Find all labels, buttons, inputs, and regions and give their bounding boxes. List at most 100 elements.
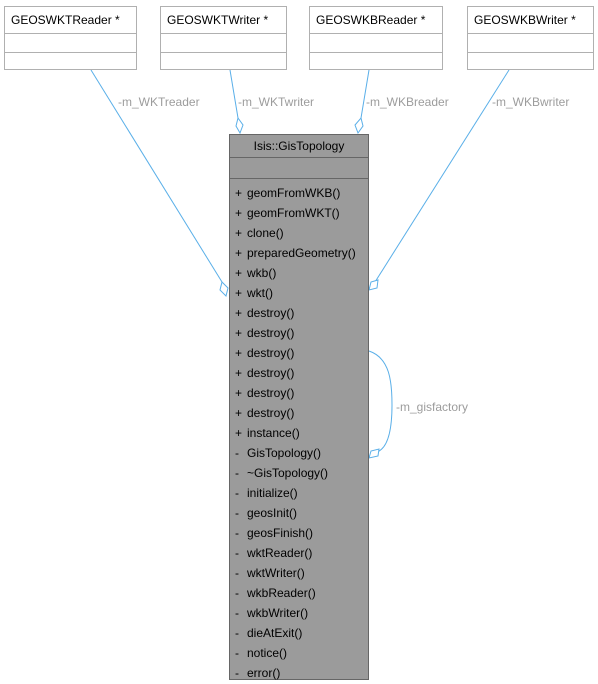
edge-label-wkbwriter: -m_WKBwriter <box>492 95 570 109</box>
operation-item[interactable]: + destroy() <box>230 383 368 403</box>
operation-name: destroy() <box>247 306 295 320</box>
operation-name: destroy() <box>247 346 295 360</box>
operation-visibility: - <box>235 566 239 580</box>
class-gistopology[interactable]: Isis::GisTopology +geomFromWKB()+geomFro… <box>229 134 369 680</box>
operation-visibility: - <box>235 546 239 560</box>
diamond-gisfactory <box>368 448 380 459</box>
operation-item[interactable]: -GisTopology() <box>230 443 368 463</box>
operation-visibility: - <box>235 506 239 520</box>
operation-name: wkt() <box>247 286 273 300</box>
class-geoswkbreader[interactable]: GEOSWKBReader * <box>309 6 443 70</box>
class-gistopology-attributes <box>230 158 368 179</box>
edge-label-wktreader: -m_WKTreader <box>118 95 200 109</box>
operation-item[interactable]: -geosFinish() <box>230 523 368 543</box>
operation-name: instance() <box>247 426 300 440</box>
operation-item[interactable]: +wkt() <box>230 283 368 303</box>
operation-visibility: + <box>235 326 243 340</box>
class-geoswkbreader-name: GEOSWKBReader * <box>310 7 442 34</box>
diamond-wktwriter <box>235 116 244 135</box>
class-geoswktwriter[interactable]: GEOSWKTWriter * <box>160 6 287 70</box>
operation-item[interactable]: + destroy() <box>230 303 368 323</box>
operation-visibility: - <box>235 606 239 620</box>
operation-name: destroy() <box>247 366 295 380</box>
operation-visibility: + <box>235 246 243 260</box>
edge-wktwriter <box>229 69 239 119</box>
operation-visibility: + <box>235 186 243 200</box>
operation-name: geosFinish() <box>247 526 314 540</box>
operation-name: wktReader() <box>247 546 313 560</box>
class-geoswktreader[interactable]: GEOSWKTReader * <box>4 6 137 70</box>
operation-visibility: - <box>235 446 239 460</box>
operation-visibility: - <box>235 466 239 480</box>
operation-item[interactable]: -wkbReader() <box>230 583 368 603</box>
operation-visibility: + <box>235 386 243 400</box>
operation-item[interactable]: + destroy() <box>230 403 368 423</box>
edge-gisfactory <box>368 350 393 453</box>
operation-visibility: - <box>235 486 239 500</box>
operation-item[interactable]: +clone() <box>230 223 368 243</box>
operation-item[interactable]: -notice() <box>230 643 368 663</box>
class-geoswktwriter-name: GEOSWKTWriter * <box>161 7 286 34</box>
operation-item[interactable]: -geosInit() <box>230 503 368 523</box>
operation-item[interactable]: + preparedGeometry() <box>230 243 368 263</box>
operation-item[interactable]: -wkbWriter() <box>230 603 368 623</box>
operation-item[interactable]: + geomFromWKB() <box>230 183 368 203</box>
edge-label-gisfactory: -m_gisfactory <box>396 400 469 414</box>
operation-item[interactable]: + destroy() <box>230 343 368 363</box>
operation-name: clone() <box>247 226 284 240</box>
operation-item[interactable]: + destroy() <box>230 363 368 383</box>
operation-visibility: + <box>235 406 243 420</box>
class-gistopology-name: Isis::GisTopology <box>230 135 368 158</box>
operation-visibility: + <box>235 206 243 220</box>
diamond-wkbreader <box>354 116 364 135</box>
diamond-wkbwriter <box>368 279 379 291</box>
class-geoswktreader-attributes <box>5 34 136 53</box>
operation-item[interactable]: +instance() <box>230 423 368 443</box>
operation-visibility: - <box>235 526 239 540</box>
operation-name: geosInit() <box>247 506 298 520</box>
operation-visibility: - <box>235 586 239 600</box>
operation-name: ~GisTopology() <box>247 466 329 480</box>
edge-wkbwriter <box>374 69 510 283</box>
operation-name: GisTopology() <box>247 446 322 460</box>
class-geoswkbwriter-attributes <box>468 34 593 53</box>
operation-name: wkbReader() <box>247 586 316 600</box>
operation-item[interactable]: + geomFromWKT() <box>230 203 368 223</box>
operation-item[interactable]: -wktWriter() <box>230 563 368 583</box>
operation-visibility: + <box>235 346 243 360</box>
edge-wkbreader <box>360 69 370 119</box>
operation-item[interactable]: -~GisTopology() <box>230 463 368 483</box>
operation-name: destroy() <box>247 406 295 420</box>
operation-visibility: - <box>235 646 239 660</box>
operation-item[interactable]: -initialize() <box>230 483 368 503</box>
operation-name: preparedGeometry() <box>247 246 356 260</box>
operation-name: geomFromWKB() <box>247 186 341 200</box>
operation-item[interactable]: -wktReader() <box>230 543 368 563</box>
edge-label-wkbreader: -m_WKBreader <box>366 95 449 109</box>
operation-name: error() <box>247 666 281 680</box>
class-geoswkbreader-operations <box>310 53 442 71</box>
operation-visibility: + <box>235 366 243 380</box>
operation-visibility: + <box>235 266 243 280</box>
operation-visibility: - <box>235 666 239 680</box>
operation-item[interactable]: -dieAtExit() <box>230 623 368 643</box>
operation-item[interactable]: + wkb() <box>230 263 368 283</box>
class-geoswktreader-name: GEOSWKTReader * <box>5 7 136 34</box>
operation-name: dieAtExit() <box>247 626 303 640</box>
operation-name: wkbWriter() <box>247 606 309 620</box>
edge-wktreader <box>90 69 223 283</box>
operation-visibility: - <box>235 626 239 640</box>
operation-name: destroy() <box>247 386 295 400</box>
operation-visibility: + <box>235 306 243 320</box>
class-geoswkbwriter-operations <box>468 53 593 71</box>
class-geoswkbwriter[interactable]: GEOSWKBWriter * <box>467 6 594 70</box>
operation-item[interactable]: -error() <box>230 663 368 683</box>
class-geoswkbwriter-name: GEOSWKBWriter * <box>468 7 593 34</box>
operation-name: destroy() <box>247 326 295 340</box>
edge-label-wktwriter: -m_WKTwriter <box>238 95 314 109</box>
class-gistopology-operations: +geomFromWKB()+geomFromWKT()+clone()+pre… <box>230 179 368 683</box>
operation-name: wkb() <box>247 266 277 280</box>
operation-item[interactable]: + destroy() <box>230 323 368 343</box>
operation-name: geomFromWKT() <box>247 206 340 220</box>
